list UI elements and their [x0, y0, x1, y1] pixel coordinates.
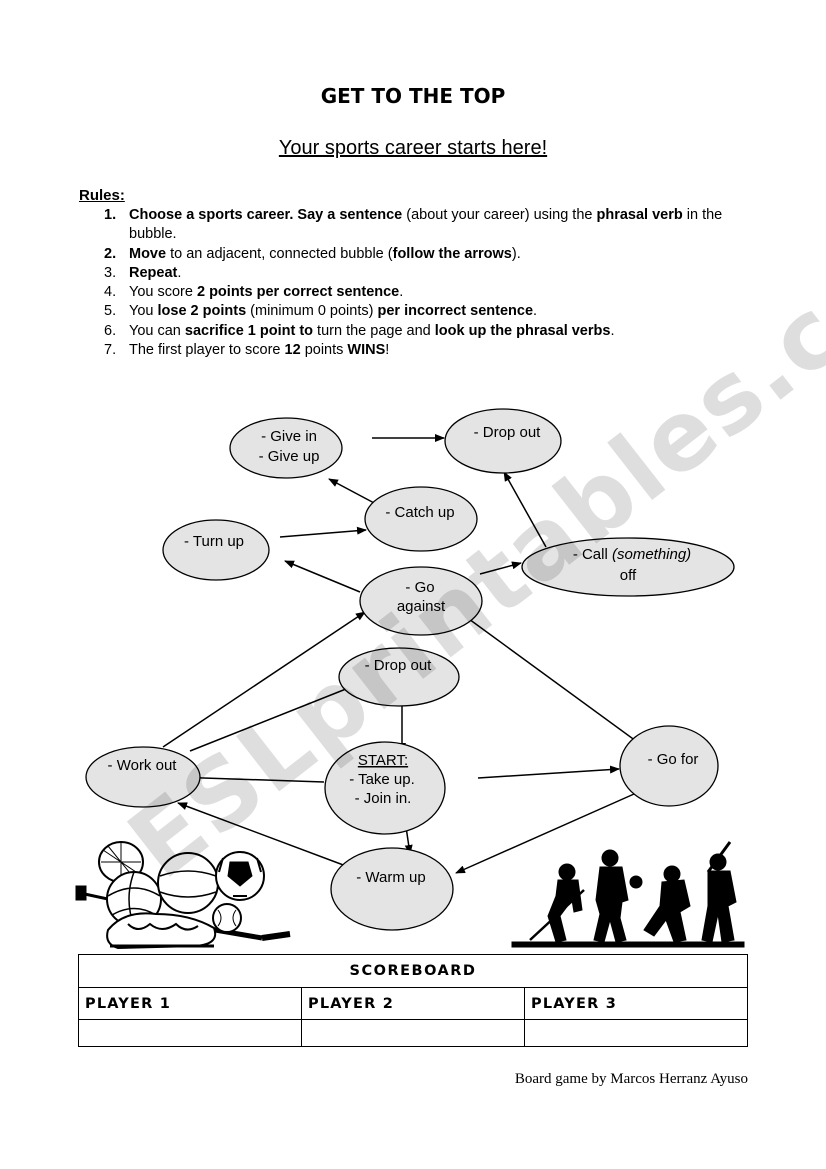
arrow-start-to-go-for [478, 769, 619, 778]
scoreboard-table: SCOREBOARD PLAYER 1 PLAYER 2 PLAYER 3 [78, 954, 748, 1047]
catch-up-label: - Catch up [385, 504, 454, 521]
bubble-warm-up [331, 848, 453, 930]
player-3-header: PLAYER 3 [525, 988, 748, 1020]
player-1-header: PLAYER 1 [79, 988, 302, 1020]
author-credit: Board game by Marcos Herranz Ayuso [515, 1071, 748, 1088]
player-2-score-cell[interactable] [302, 1020, 525, 1047]
arrow-go-against-to-call-off [480, 563, 521, 574]
bubble-turn-up [163, 520, 269, 580]
drop-out-top-label: - Drop out [474, 424, 542, 441]
call-off-label-1: - Call (something) [573, 546, 691, 563]
sports-equipment-illustration [76, 842, 290, 948]
arrow-work-out-to-go-against [163, 612, 365, 747]
arrow-catch-up-to-give-in [329, 479, 376, 504]
go-against-label-1: - Go [405, 579, 434, 596]
arrow-turn-up-to-catch-up [280, 530, 366, 537]
board-game-diagram: - Give in - Give up - Drop out - Catch u… [0, 0, 826, 960]
athletes-silhouette-illustration [512, 842, 744, 947]
turn-up-label: - Turn up [184, 533, 244, 550]
bubble-work-out [86, 747, 200, 807]
player-3-score-cell[interactable] [525, 1020, 748, 1047]
arrow-go-against-to-turn-up [285, 561, 360, 592]
player-2-header: PLAYER 2 [302, 988, 525, 1020]
drop-out-mid-label: - Drop out [365, 657, 433, 674]
scoreboard-title: SCOREBOARD [79, 955, 748, 988]
warm-up-label: - Warm up [356, 869, 425, 886]
arrow-go-for-to-go-against [458, 611, 636, 741]
start-label: START: [358, 752, 408, 769]
take-up-label: - Take up. [349, 771, 415, 788]
give-up-label: - Give up [259, 448, 320, 465]
arrow-work-out-to-drop-out [190, 685, 356, 751]
join-in-label: - Join in. [355, 790, 412, 807]
go-for-label: - Go for [648, 751, 699, 768]
give-in-label: - Give in [261, 428, 317, 445]
call-off-label-2: off [620, 567, 637, 584]
player-1-score-cell[interactable] [79, 1020, 302, 1047]
go-against-label-2: against [397, 598, 446, 615]
arrow-call-off-to-drop-out [504, 472, 546, 547]
work-out-label: - Work out [108, 757, 178, 774]
bubble-drop-out-top [445, 409, 561, 473]
